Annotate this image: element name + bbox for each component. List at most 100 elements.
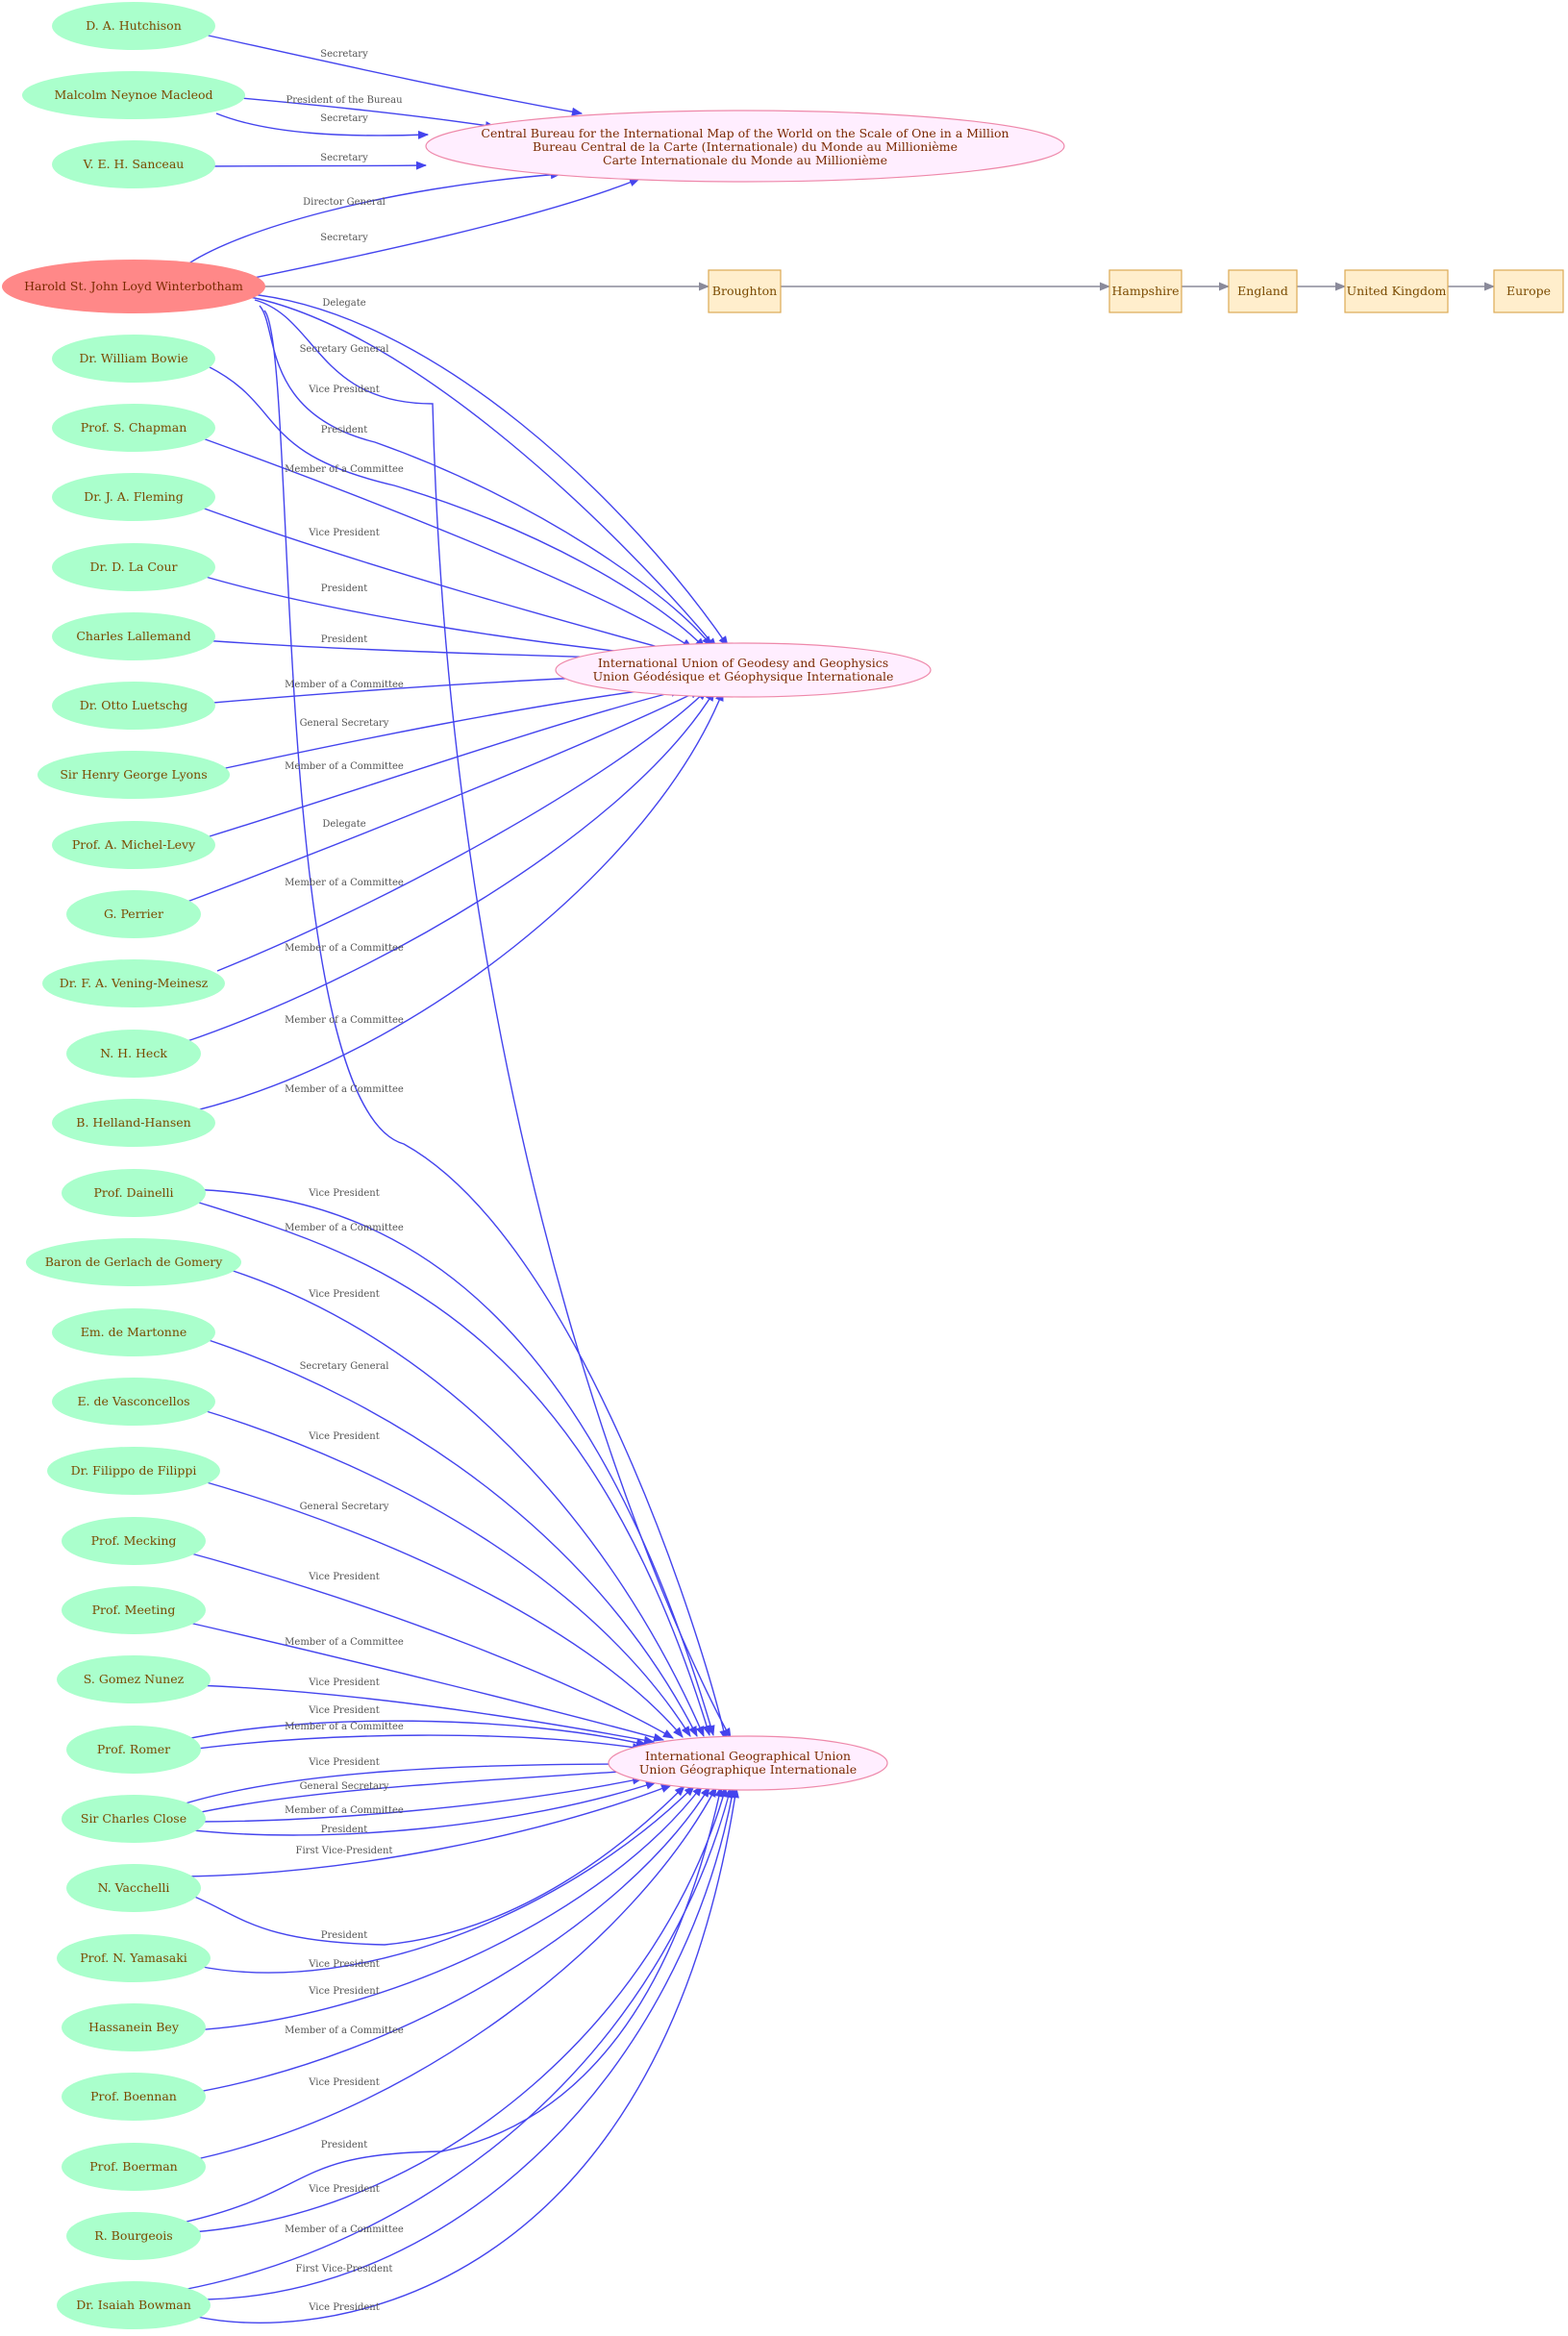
- edge-hw-cbim-2: [235, 178, 641, 283]
- place-node-hampshire[interactable]: Hampshire: [1108, 269, 1182, 313]
- person-label: Prof. N. Yamasaki: [80, 1951, 187, 1965]
- edge-label: Member of a Committee: [285, 680, 404, 690]
- person-node[interactable]: Prof. N. Yamasaki: [57, 1934, 211, 1982]
- person-label: N. Vacchelli: [98, 1880, 170, 1895]
- edge-label: Member of a Committee: [285, 943, 404, 954]
- edge-label: President: [321, 425, 368, 435]
- person-node[interactable]: Prof. Boennan: [62, 2073, 206, 2121]
- person-node[interactable]: Baron de Gerlach de Gomery: [26, 1238, 241, 1286]
- person-node[interactable]: Em. de Martonne: [52, 1308, 215, 1356]
- person-label: Charles Lallemand: [76, 629, 190, 643]
- person-node[interactable]: Dr. Isaiah Bowman: [57, 2281, 211, 2329]
- person-label: D. A. Hutchison: [86, 18, 182, 33]
- edge-label: Vice President: [308, 528, 379, 538]
- place-label: England: [1237, 284, 1288, 298]
- edge-yamasaki-igu: [196, 1785, 695, 1974]
- person-node[interactable]: Dr. J. A. Fleming: [52, 473, 215, 521]
- edge-label: Vice President: [308, 1705, 379, 1716]
- edge-label: Secretary: [320, 153, 368, 163]
- person-label: S. Gomez Nunez: [84, 1672, 185, 1686]
- person-node[interactable]: S. Gomez Nunez: [57, 1655, 211, 1703]
- edge-fleming-iugg: [198, 506, 678, 654]
- person-label: Dr. William Bowie: [79, 351, 187, 365]
- edge-bowman-igu-3: [182, 1786, 739, 2324]
- person-node[interactable]: Malcolm Neynoe Macleod: [22, 71, 245, 119]
- org-label-line: International Geographical Union: [645, 1749, 851, 1763]
- person-node[interactable]: Dr. William Bowie: [52, 335, 215, 383]
- org-node-igu[interactable]: International Geographical Union Union G…: [608, 1735, 888, 1791]
- org-label-line: Union Géographique Internationale: [639, 1762, 857, 1777]
- main-person-node[interactable]: Harold St. John Loyd Winterbotham: [2, 260, 265, 313]
- edge-hw-igu-1: [254, 299, 732, 1739]
- person-node[interactable]: Sir Henry George Lyons: [37, 751, 230, 799]
- edge-label: Secretary General: [300, 1361, 389, 1372]
- edge-label: Secretary General: [300, 344, 389, 355]
- person-node[interactable]: Charles Lallemand: [52, 612, 215, 660]
- place-node-england[interactable]: England: [1228, 269, 1298, 313]
- person-node[interactable]: Prof. Dainelli: [62, 1169, 206, 1217]
- place-node-europe[interactable]: Europe: [1493, 269, 1564, 313]
- person-node[interactable]: Dr. Filippo de Filippi: [47, 1447, 220, 1495]
- person-node[interactable]: Prof. Boerman: [62, 2143, 206, 2191]
- person-node[interactable]: Hassanein Bey: [62, 2003, 206, 2051]
- edge-label: Secretary: [320, 233, 368, 243]
- edge-hw-iugg-3: [259, 305, 712, 647]
- person-node[interactable]: G. Perrier: [66, 890, 201, 938]
- edge-dainelli-igu-2: [180, 1196, 711, 1737]
- person-label: Prof. A. Michel-Levy: [72, 837, 196, 852]
- person-node[interactable]: D. A. Hutchison: [52, 2, 215, 50]
- edge-helland-iugg: [191, 689, 724, 1112]
- edge-vening-iugg: [216, 689, 708, 972]
- edge-lyons-iugg: [220, 683, 668, 770]
- edge-label: Director General: [303, 197, 386, 208]
- person-node[interactable]: E. de Vasconcellos: [52, 1378, 215, 1426]
- person-label: Prof. Mecking: [91, 1533, 177, 1548]
- org-node-iugg[interactable]: International Union of Geodesy and Geoph…: [555, 642, 932, 698]
- edge-vacchelli-igu-2: [182, 1785, 685, 1946]
- edge-boennan-igu: [187, 1786, 710, 2095]
- person-node[interactable]: Prof. S. Chapman: [52, 404, 215, 452]
- person-node[interactable]: N. Vacchelli: [66, 1864, 201, 1912]
- person-node[interactable]: V. E. H. Sanceau: [52, 140, 215, 188]
- edge-label: Vice President: [308, 1986, 379, 1997]
- person-node[interactable]: R. Bourgeois: [66, 2212, 201, 2260]
- edge-vacchelli-igu-1: [182, 1784, 673, 1877]
- edge-label: Vice President: [308, 1677, 379, 1688]
- edge-filippi-igu: [199, 1479, 684, 1738]
- person-node[interactable]: Prof. Meeting: [62, 1586, 206, 1634]
- org-node-cbim[interactable]: Central Bureau for the International Map…: [425, 110, 1065, 183]
- edge-label: Vice President: [308, 2184, 379, 2195]
- person-node[interactable]: Dr. Otto Luetschg: [52, 682, 215, 730]
- person-label: Malcolm Neynoe Macleod: [54, 87, 212, 102]
- edge-label: Vice President: [308, 385, 379, 395]
- edge-label: President of the Bureau: [286, 95, 403, 106]
- edge-hw-iugg-2: [244, 295, 717, 649]
- place-node-broughton[interactable]: Broughton: [708, 269, 782, 313]
- edge-label: Secretary: [320, 49, 368, 60]
- person-node[interactable]: Dr. F. A. Vening-Meinesz: [42, 959, 225, 1007]
- person-node[interactable]: B. Helland-Hansen: [52, 1099, 215, 1147]
- edge-label: First Vice-President: [296, 2264, 393, 2274]
- person-label: R. Bourgeois: [94, 2228, 172, 2243]
- edge-label: Delegate: [322, 819, 365, 830]
- person-label: Baron de Gerlach de Gomery: [45, 1255, 223, 1269]
- person-node[interactable]: N. H. Heck: [66, 1030, 201, 1078]
- place-node-united-kingdom[interactable]: United Kingdom: [1344, 269, 1449, 313]
- edge-lallemand-iugg: [201, 639, 644, 663]
- person-node[interactable]: Sir Charles Close: [62, 1795, 206, 1843]
- edge-hw-iugg-1: [239, 292, 729, 647]
- person-label: Prof. Meeting: [92, 1603, 176, 1617]
- edge-chapman-iugg: [199, 436, 693, 649]
- edge-perrier-iugg: [161, 689, 702, 912]
- edge-label: Member of a Committee: [285, 2224, 404, 2235]
- person-node[interactable]: Prof. A. Michel-Levy: [52, 821, 215, 869]
- person-node[interactable]: Dr. D. La Cour: [52, 543, 215, 591]
- person-node[interactable]: Prof. Romer: [66, 1726, 201, 1774]
- person-label: Dr. D. La Cour: [90, 559, 178, 574]
- edge-label: General Secretary: [300, 1502, 389, 1512]
- edge-gomez-igu: [195, 1684, 656, 1745]
- person-node[interactable]: Prof. Mecking: [62, 1517, 206, 1565]
- org-label-line: Carte Internationale du Monde au Million…: [603, 153, 887, 167]
- edge-hutchison-cbim: [177, 28, 584, 116]
- person-label: Prof. Romer: [97, 1742, 170, 1756]
